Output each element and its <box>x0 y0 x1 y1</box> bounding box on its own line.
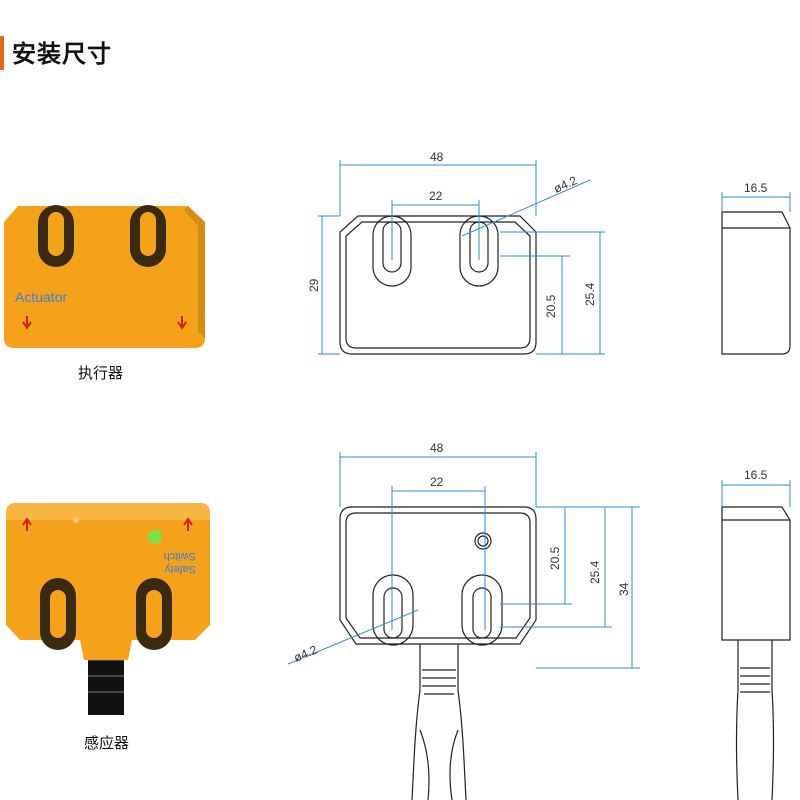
dim-hole-to-base: 20.5 <box>544 294 558 318</box>
led-indicator <box>148 530 162 544</box>
sensor-caption: 感应器 <box>84 734 130 752</box>
dim-side-thickness: 16.5 <box>744 181 768 195</box>
dim-slot-top-to-base: 25.4 <box>583 282 597 306</box>
actuator-photo: Actuator <box>4 205 205 348</box>
sensor-photo: Safety Switch <box>6 503 210 715</box>
sensor-dimensions <box>287 452 640 669</box>
title-accent-bar <box>0 36 4 70</box>
sensor-side-dimension <box>721 480 791 507</box>
dim-width: 48 <box>430 441 444 455</box>
sensor-label: Safety Switch <box>164 550 196 575</box>
arrow-up-icon <box>183 517 193 531</box>
dim-side-thickness: 16.5 <box>744 468 768 482</box>
dim-height: 29 <box>307 278 321 292</box>
dim-hole-spacing: 22 <box>430 475 444 489</box>
dim-hole-to-top: 20.5 <box>548 546 562 570</box>
actuator-label: Actuator <box>15 289 67 305</box>
sensor-side-drawing <box>721 506 791 800</box>
dim-height: 34 <box>617 582 631 596</box>
svg-text:Switch: Switch <box>164 550 196 562</box>
page-title: 安装尺寸 <box>12 40 112 68</box>
dim-slot-to-top: 25.4 <box>588 560 602 584</box>
actuator-caption: 执行器 <box>78 364 124 382</box>
sensor-front-drawing <box>339 506 537 800</box>
dim-width: 48 <box>430 150 444 164</box>
arrow-down-icon <box>177 316 187 330</box>
actuator-front-drawing <box>339 215 537 355</box>
actuator-side-dimension <box>721 192 791 212</box>
arrow-down-icon <box>22 316 32 330</box>
actuator-side-drawing <box>721 211 791 355</box>
dim-hole-spacing: 22 <box>429 189 443 203</box>
arrow-up-icon <box>22 517 32 531</box>
dim-hole-diameter: ø4.2 <box>552 173 580 196</box>
dim-hole-diameter: ø4.2 <box>292 642 320 664</box>
svg-text:Safety: Safety <box>164 563 196 575</box>
actuator-dimensions <box>318 160 605 355</box>
